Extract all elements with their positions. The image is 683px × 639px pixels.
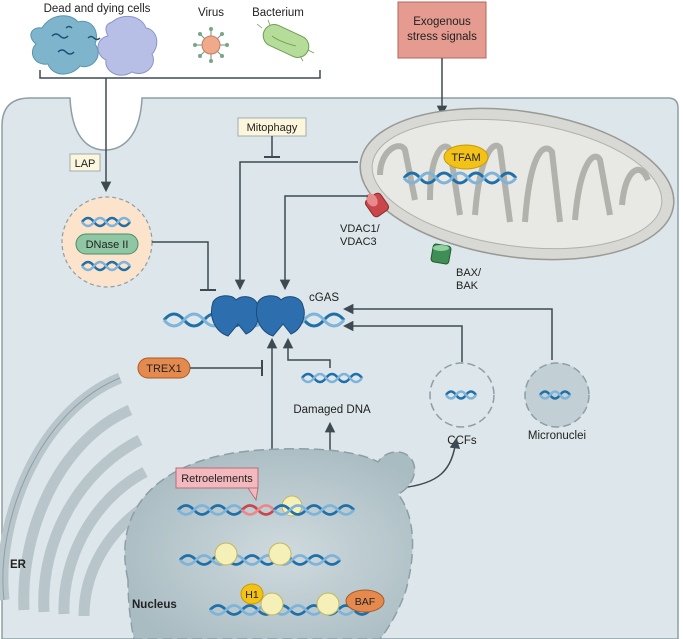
mitophagy-label: Mitophagy xyxy=(247,122,298,134)
exogenous-label-2: stress signals xyxy=(407,31,477,43)
tfam-label: TFAM xyxy=(451,152,480,164)
bacterium-label: Bacterium xyxy=(252,7,304,19)
chromatin-row-2 xyxy=(178,542,342,566)
tfam-protein xyxy=(443,144,489,170)
er-label: ER xyxy=(10,559,27,571)
chromatin-row-3 xyxy=(208,592,372,616)
ccf-vesicle xyxy=(429,362,495,428)
retroelements-pointer xyxy=(247,487,259,502)
micronuclei-to-cgas-arrow xyxy=(342,303,553,360)
damaged-dna-helix xyxy=(301,372,363,384)
mtdna-helix xyxy=(402,171,518,185)
mito-to-cgas-arrow-2 xyxy=(279,195,368,291)
pathogen-bracket xyxy=(39,70,321,79)
damaged-dna-arrow xyxy=(282,337,331,368)
ccfs-label: CCFs xyxy=(447,435,477,447)
endoplasmic-reticulum xyxy=(0,372,148,617)
lap-label: LAP xyxy=(75,158,96,170)
nucleus xyxy=(124,448,416,639)
virus-label: Virus xyxy=(198,7,224,19)
micronuclei-label: Micronuclei xyxy=(528,430,586,442)
nucleus-to-ccf-arrow xyxy=(399,437,461,489)
h1-label: H1 xyxy=(245,589,259,601)
dnase-inhibit-line xyxy=(152,241,209,290)
baf-label: BAF xyxy=(355,596,375,608)
vdac-channel-icon xyxy=(364,192,390,218)
retroelements-label: Retroelements xyxy=(181,473,253,485)
exogenous-label-1: Exogenous xyxy=(413,16,471,28)
baf-protein xyxy=(345,589,385,613)
dnase-protein xyxy=(75,233,139,255)
vdac-label-2: VDAC3 xyxy=(340,236,377,248)
virus-icon xyxy=(193,27,229,63)
bacterium-icon xyxy=(256,19,315,62)
dead-cell-1-icon xyxy=(30,15,99,75)
dead-cell-2-icon xyxy=(87,15,158,76)
bax-label-1: BAX/ xyxy=(456,267,482,279)
dnase-label: DNase II xyxy=(86,239,129,251)
ccf-to-cgas-arrow xyxy=(342,320,463,362)
nucleus-label: Nucleus xyxy=(132,599,177,611)
retroelements-box xyxy=(175,467,259,489)
exogenous-box xyxy=(397,1,487,59)
damaged-dna-label: Damaged DNA xyxy=(293,404,371,416)
cgas-label: cGAS xyxy=(309,292,339,304)
vdac-label-1: VDAC1/ xyxy=(340,223,381,235)
lap-box xyxy=(69,153,101,172)
bax-label-2: BAK xyxy=(456,280,479,292)
dead-cells-label: Dead and dying cells xyxy=(44,3,151,15)
h1-protein xyxy=(240,583,264,605)
mitochondrion xyxy=(359,107,675,261)
mito-to-cgas-arrow-1 xyxy=(234,161,358,291)
cgas-protein-2-icon xyxy=(256,295,305,337)
bax-bak-channel-icon xyxy=(430,243,452,265)
trex1-label: TREX1 xyxy=(146,363,181,375)
chromatin-row-1 xyxy=(176,495,356,517)
micronucleus xyxy=(524,362,590,428)
